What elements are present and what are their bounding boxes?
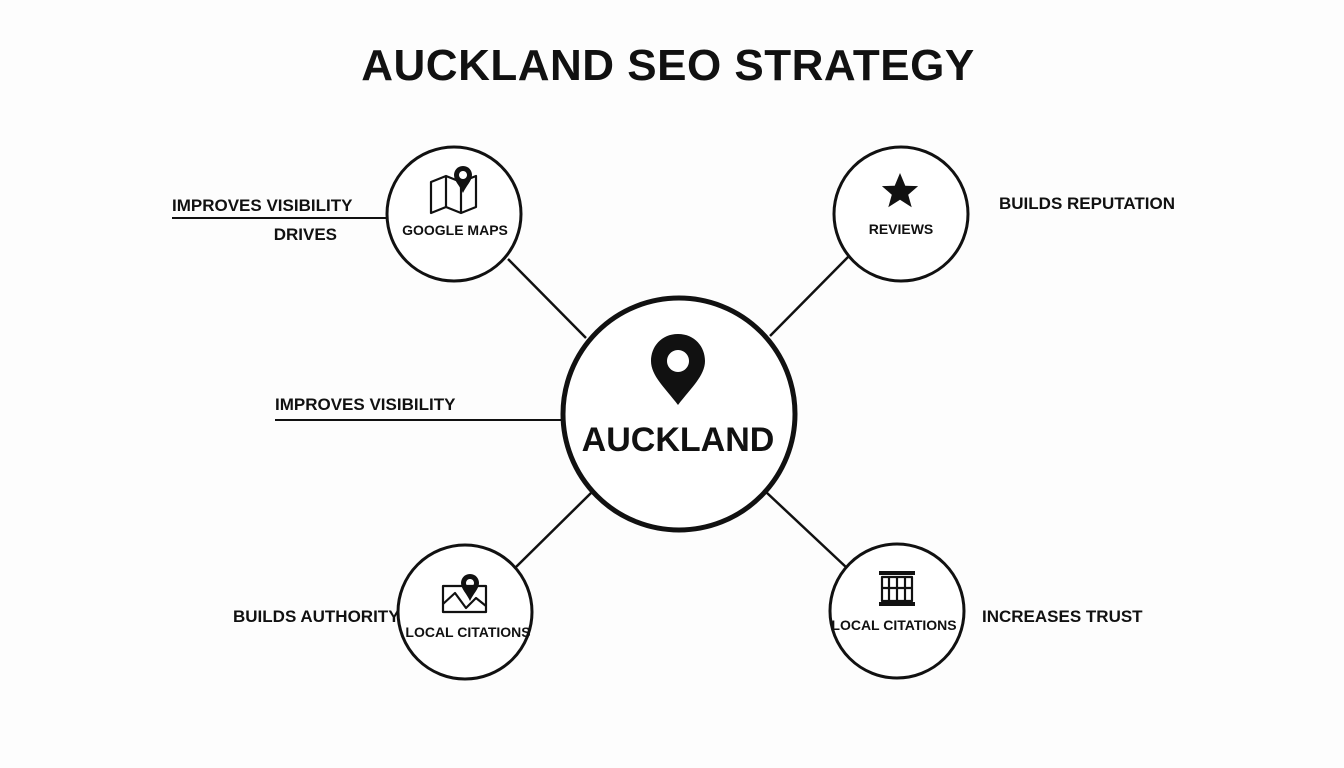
hub-circle [560, 295, 798, 533]
hub-label: AUCKLAND [582, 421, 775, 459]
node-google-maps-label: GOOGLE MAPS [402, 222, 508, 238]
label-builds-reputation: BUILDS REPUTATION [999, 194, 1175, 213]
node-local-citations-right-circle [828, 542, 966, 680]
node-local-citations-right-label: LOCAL CITATIONS [831, 617, 956, 633]
label-builds-authority: BUILDS AUTHORITY [233, 607, 400, 626]
folded-map-pin-icon [429, 166, 478, 215]
diagram-title: AUCKLAND SEO STRATEGY [361, 41, 974, 90]
node-local-citations-right: LOCAL CITATIONS [828, 542, 966, 680]
label-maps-drives: DRIVES [274, 225, 337, 244]
connector-hub-google-maps [507, 258, 587, 339]
label-increases-trust: INCREASES TRUST [982, 607, 1143, 626]
node-reviews-circle [832, 145, 970, 283]
node-reviews: REVIEWS [832, 145, 970, 283]
connector-hub-local-citations-left [515, 492, 592, 568]
building-icon [879, 571, 915, 606]
label-maps-improves-visibility: IMPROVES VISIBILITY [172, 196, 353, 215]
star-icon [881, 173, 919, 208]
connector-hub-reviews [769, 255, 850, 337]
label-hub-improves-visibility: IMPROVES VISIBILITY [275, 395, 456, 414]
hub-node: AUCKLAND [560, 295, 798, 533]
node-google-maps-circle [385, 145, 523, 283]
node-reviews-label: REVIEWS [869, 221, 934, 237]
node-local-citations-left: LOCAL CITATIONS [396, 543, 534, 681]
node-local-citations-left-label: LOCAL CITATIONS [405, 624, 530, 640]
map-pin-icon [651, 334, 705, 405]
connector-hub-local-citations-right [765, 491, 848, 569]
node-google-maps: GOOGLE MAPS [385, 145, 523, 283]
folded-map-pin-icon [441, 574, 488, 614]
